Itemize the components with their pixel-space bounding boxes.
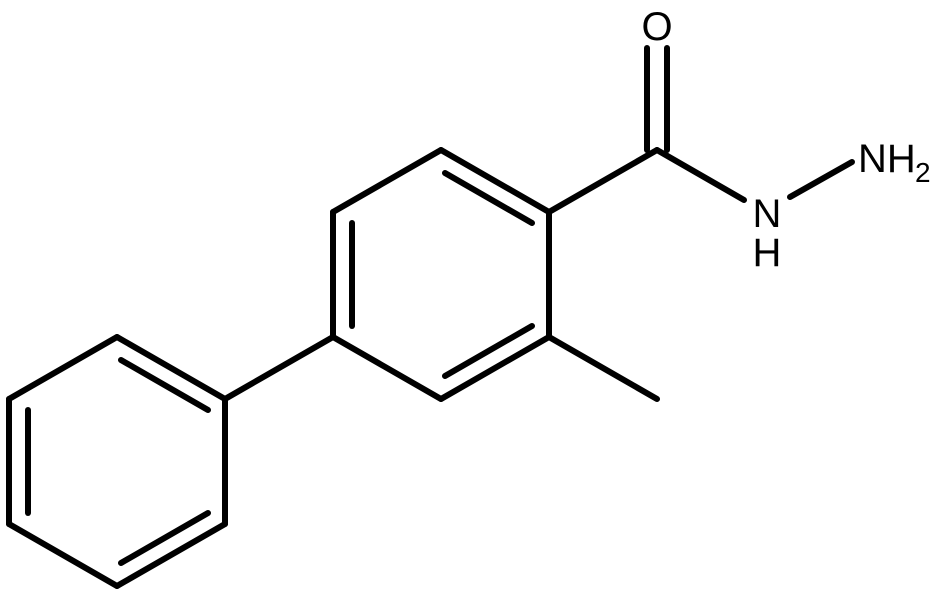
bond-c3-c4-inner [442,323,535,379]
amide-nitrogen-label: N [753,192,782,236]
bond-p6-p1-inner [118,357,211,413]
bond-p2-p3 [114,521,228,589]
bond-p3-p4 [6,521,120,589]
biphenyl-link-bond [222,334,336,402]
bond-p2-p3-inner [118,510,211,566]
bond-c4-c5 [330,334,444,402]
oxygen-label: O [641,5,672,49]
phenyl-ring [6,334,228,589]
amine-subscript-label: 2 [915,157,931,188]
bond-c1-c2 [438,147,552,215]
bond-p5-p6 [6,334,120,402]
bond-ring-carbonyl [546,147,660,215]
bond-c3-c4 [438,334,552,402]
central-benzene-ring [330,147,552,402]
bond-carbonyl-nh [654,147,747,203]
bond-c6-c1 [330,147,444,215]
amide-hydrogen-label: H [753,231,782,275]
methyl-bond [546,334,660,402]
bond-nh-nh2 [787,159,855,200]
bond-p6-p1 [114,334,228,402]
bond-c1-c2-inner [442,170,535,226]
amine-nitrogen-label: NH [858,137,916,181]
hydrazide-group: O N H NH 2 [546,5,931,275]
